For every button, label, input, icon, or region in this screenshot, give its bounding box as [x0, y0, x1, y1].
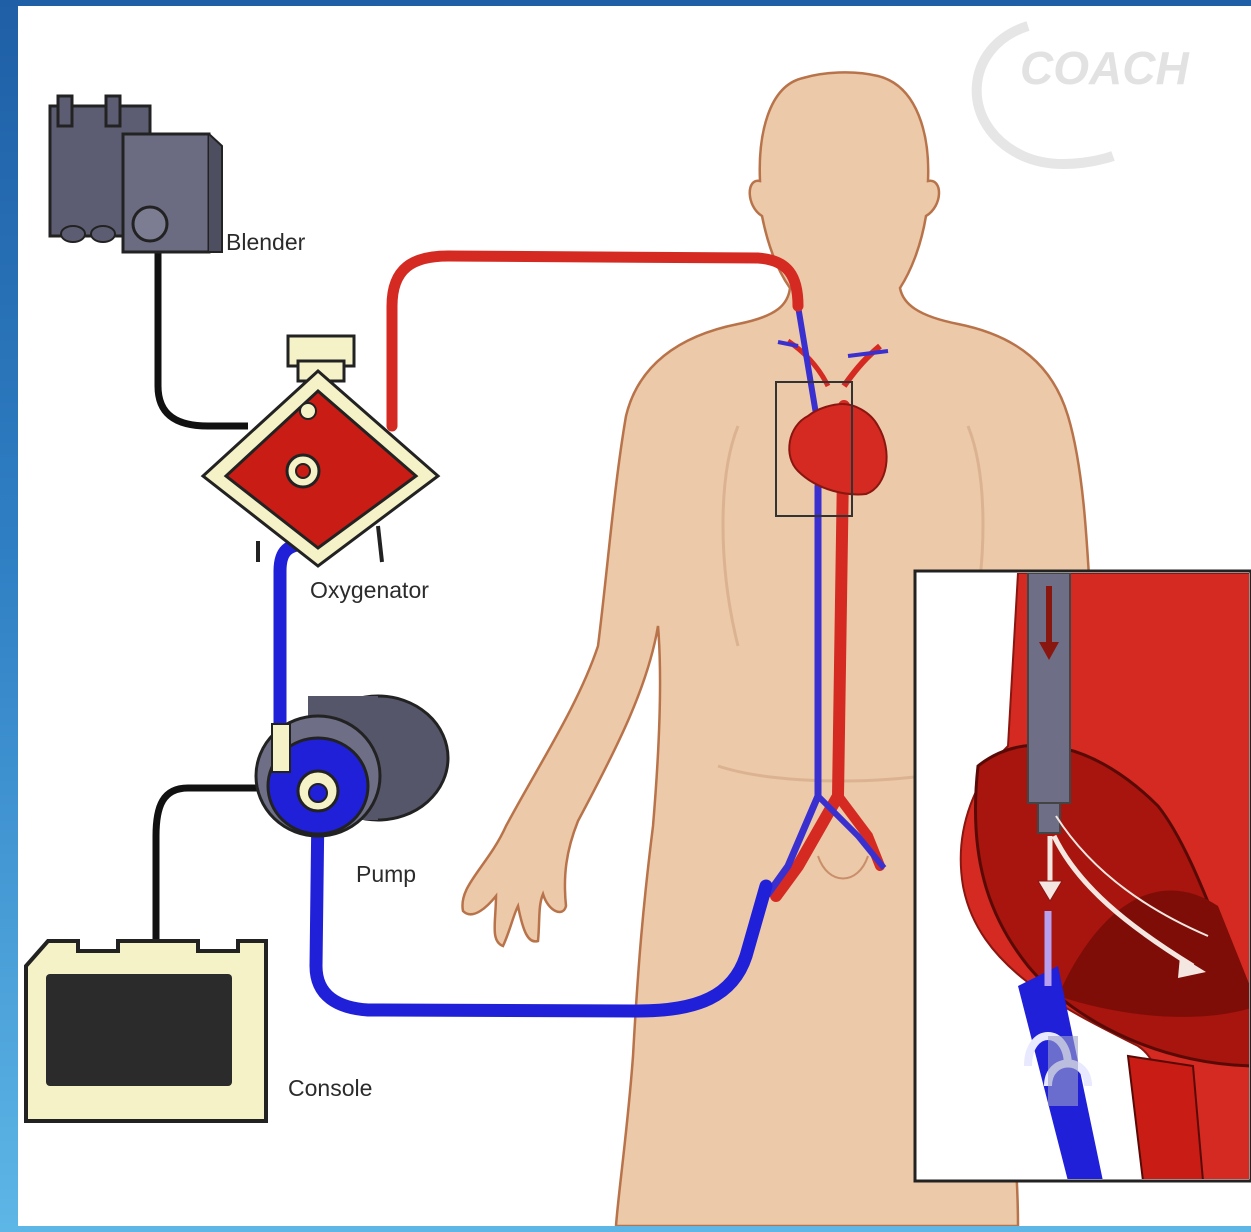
console-screen — [46, 974, 232, 1086]
blender-gas-line — [158, 246, 248, 426]
blender-device — [50, 96, 222, 252]
blender-label: Blender — [226, 229, 306, 255]
diagram-panel: COACH — [18, 6, 1251, 1226]
logo-text: COACH — [1020, 42, 1189, 94]
pump-label: Pump — [356, 861, 416, 887]
console-label: Console — [288, 1075, 372, 1101]
oxygenator-device — [203, 336, 438, 566]
oxygenator-label: Oxygenator — [310, 577, 429, 603]
ecmo-diagram: COACH — [18, 6, 1251, 1226]
coach-logo: COACH — [977, 26, 1190, 164]
console-device — [26, 941, 266, 1121]
console-cable — [156, 788, 258, 941]
heart-zoom-inset — [915, 571, 1251, 1181]
